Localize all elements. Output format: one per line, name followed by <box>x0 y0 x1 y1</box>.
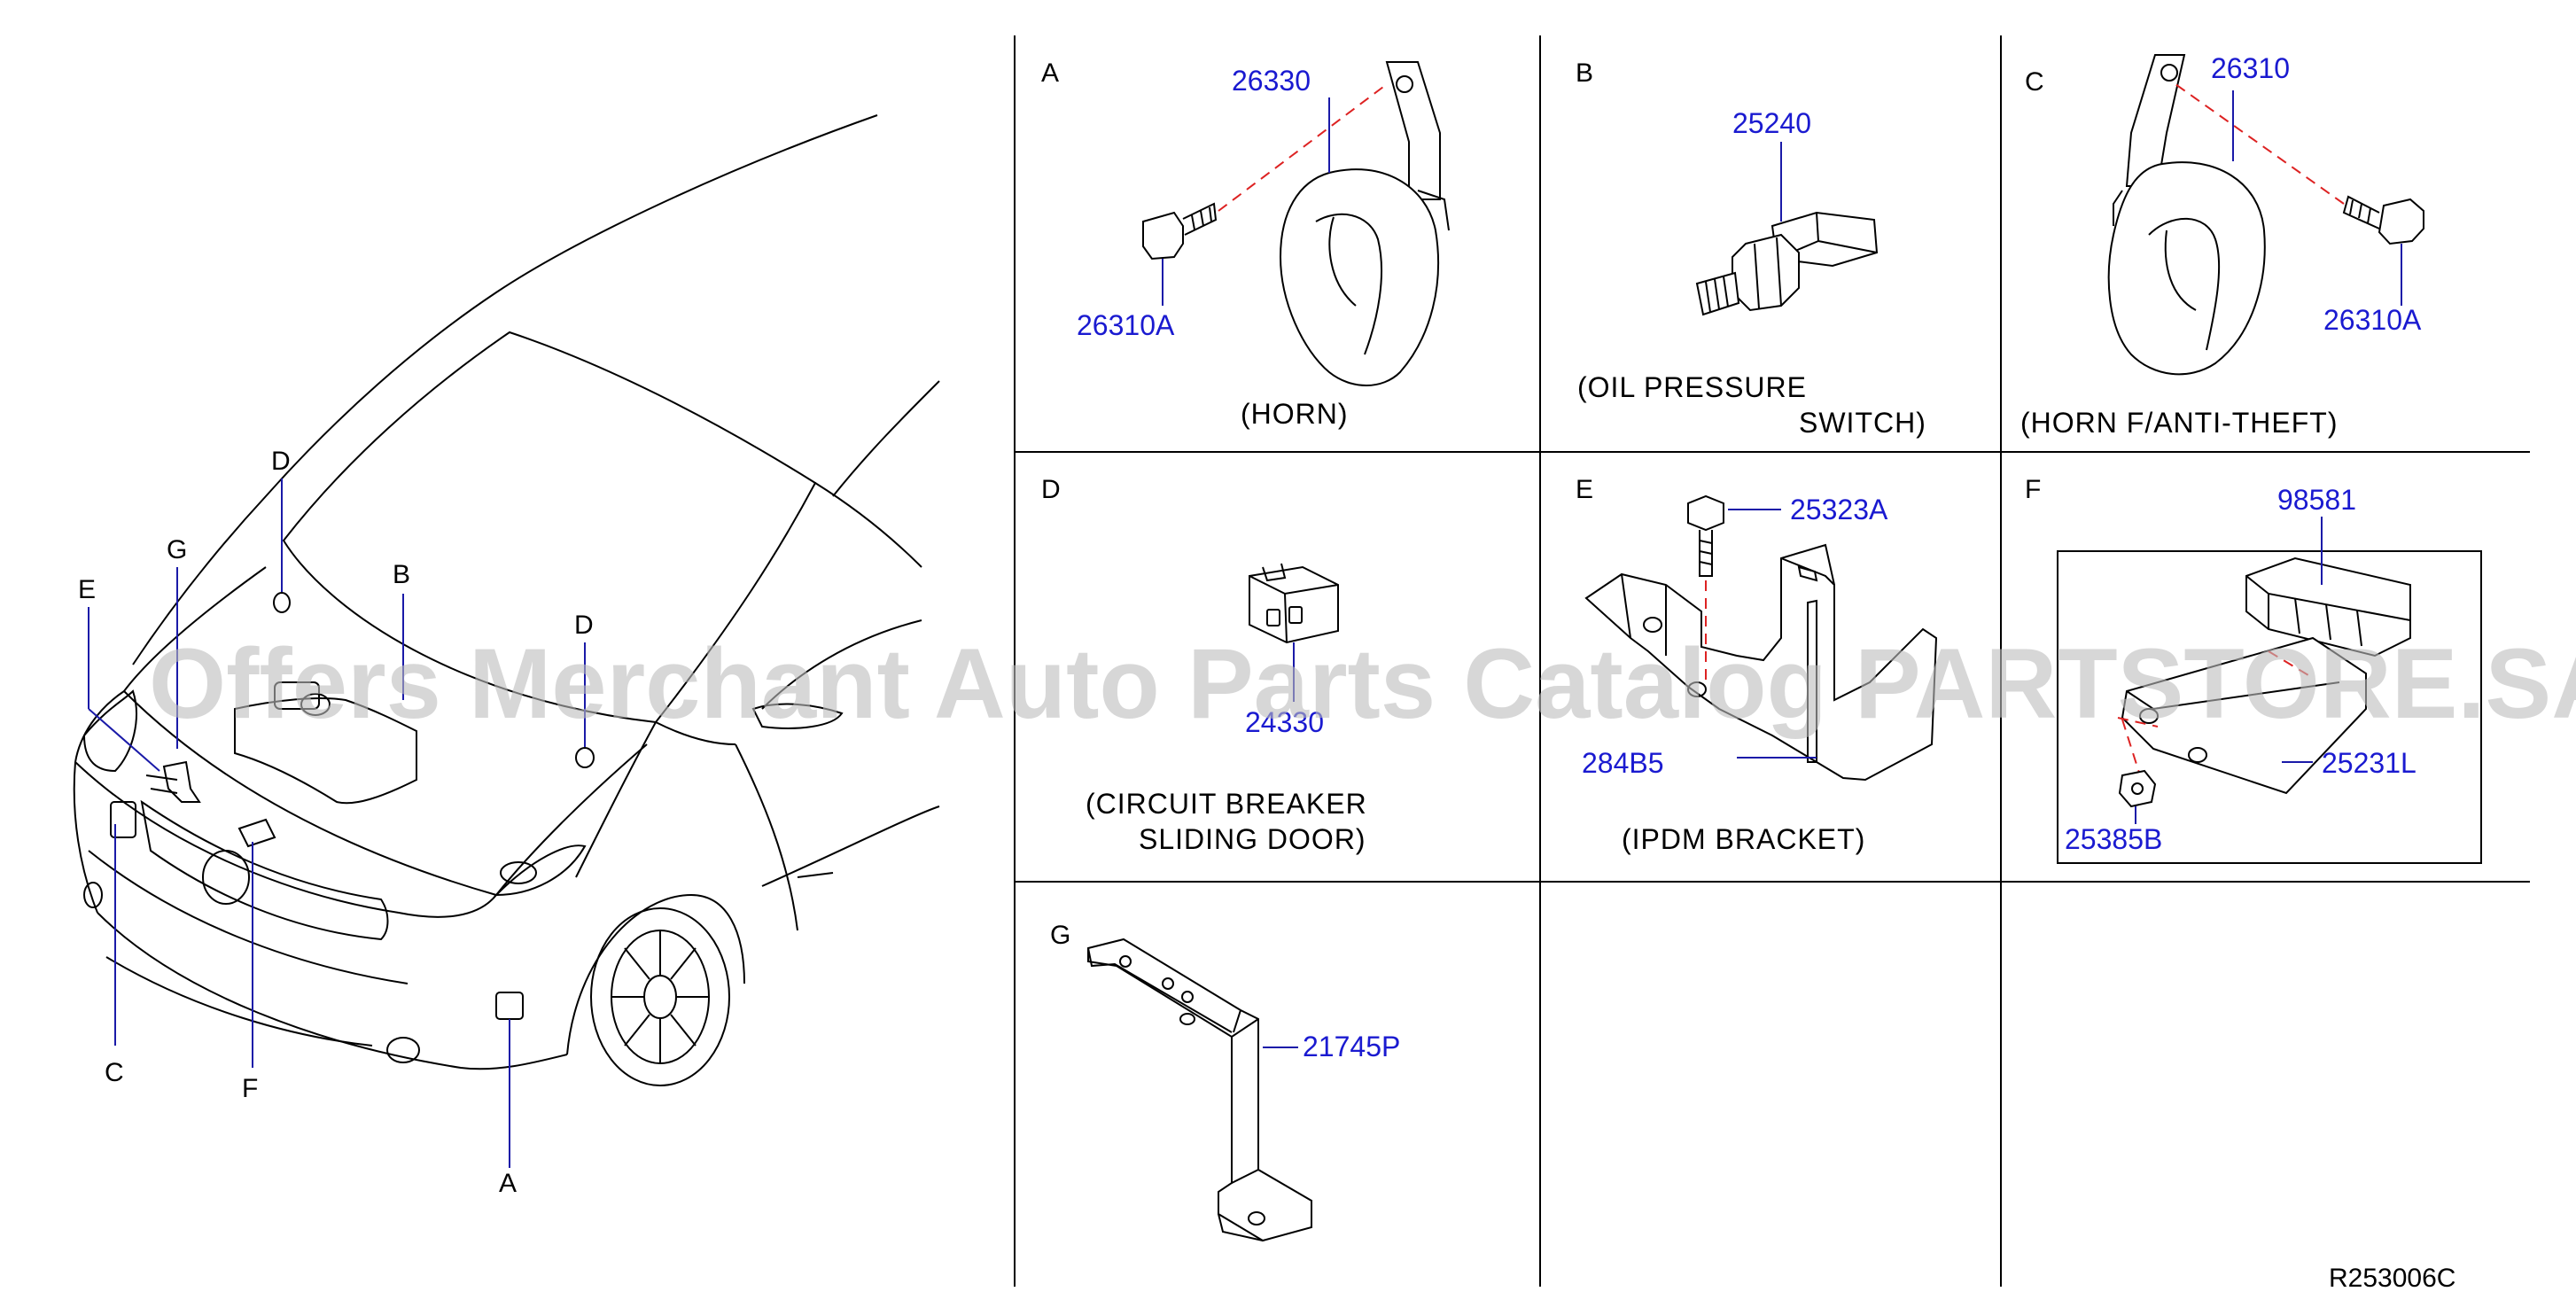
callout-f: F <box>242 1074 258 1103</box>
part-number-98581: 98581 <box>2277 484 2356 516</box>
panel-g: G 21745P <box>1050 921 1400 1242</box>
panel-g-letter: G <box>1050 921 1070 950</box>
vehicle-callout-leaders <box>88 479 586 1168</box>
part-number-25385b: 25385B <box>2065 823 2162 855</box>
part-number-25231l: 25231L <box>2322 747 2416 779</box>
callout-g: G <box>167 535 187 564</box>
panel-d: D 24330 (CIRCUIT BREAKER SLIDING DOOR) <box>1041 475 1367 855</box>
part-number-26310: 26310 <box>2211 52 2290 84</box>
panel-b-letter: B <box>1576 58 1593 88</box>
caption-circuit-breaker-line2: SLIDING DOOR) <box>1139 823 1366 855</box>
panel-d-letter: D <box>1041 475 1061 504</box>
panel-e: E 25323A 284B5 (IPDM BRACKET) <box>1576 475 1938 855</box>
callout-b: B <box>393 560 410 589</box>
caption-ipdm-bracket: (IPDM BRACKET) <box>1622 823 1865 855</box>
callout-d-right: D <box>574 611 594 640</box>
panel-grid <box>1014 35 2530 1287</box>
part-number-25323a: 25323A <box>1790 494 1888 525</box>
panel-f-letter: F <box>2025 475 2041 504</box>
part-number-26310a-c: 26310A <box>2323 304 2422 336</box>
part-number-21745p: 21745P <box>1303 1031 1400 1062</box>
diagram-code: R253006C <box>2329 1264 2455 1293</box>
caption-horn: (HORN) <box>1241 398 1349 430</box>
panel-c: C 26310 26310A (HORN F/ANTI-THEFT) <box>2020 52 2424 439</box>
panel-f: F 98581 25231L 25385B <box>2025 475 2482 864</box>
part-number-25240: 25240 <box>1732 107 1811 139</box>
part-number-284b5: 284B5 <box>1582 747 1664 779</box>
callout-d-left: D <box>271 447 291 476</box>
callout-c: C <box>105 1058 124 1087</box>
panel-a-letter: A <box>1041 58 1059 88</box>
caption-oil-pressure-line2: SWITCH) <box>1799 407 1926 439</box>
part-number-24330: 24330 <box>1245 706 1324 738</box>
caption-circuit-breaker-line1: (CIRCUIT BREAKER <box>1086 788 1367 820</box>
panel-b: B 25240 (OIL PRESSURE SWITCH) <box>1576 58 1926 439</box>
callout-e: E <box>78 575 96 604</box>
panel-a: A 26330 26310A (HORN) <box>1041 58 1450 430</box>
vehicle-illustration <box>73 114 940 1086</box>
caption-oil-pressure-line1: (OIL PRESSURE <box>1577 371 1807 403</box>
panel-c-letter: C <box>2025 67 2044 97</box>
panel-e-letter: E <box>1576 475 1593 504</box>
watermark: Offers Merchant Auto Parts Catalog PARTS… <box>149 628 2576 739</box>
caption-horn-anti-theft: (HORN F/ANTI-THEFT) <box>2020 407 2339 439</box>
callout-a: A <box>499 1169 517 1198</box>
part-number-26330: 26330 <box>1232 65 1311 97</box>
vehicle-callouts: D G B E D C F A <box>78 447 594 1198</box>
part-number-26310a-a: 26310A <box>1077 309 1175 341</box>
